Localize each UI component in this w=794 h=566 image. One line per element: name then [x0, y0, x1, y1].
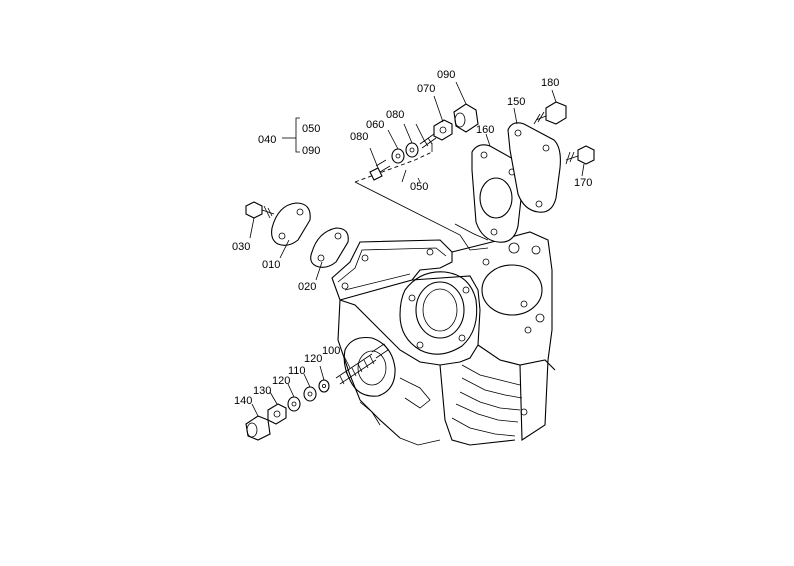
label-010: 010: [262, 259, 280, 271]
part-180-bolt: [533, 101, 567, 125]
label-160: 160: [476, 124, 494, 136]
label-170: 170: [574, 177, 592, 189]
label-120-lower: 120: [272, 375, 290, 387]
label-080-right: 080: [386, 109, 404, 121]
label-070: 070: [417, 83, 435, 95]
label-110: 110: [288, 365, 306, 377]
part-020-gasket: [310, 227, 349, 268]
label-140: 140: [234, 395, 252, 407]
label-090: 090: [437, 69, 455, 81]
label-050: 050: [410, 181, 428, 193]
part-170-bolt: [565, 145, 595, 165]
part-stud-assembly-bottom: [245, 343, 389, 441]
part-010-cover: [271, 202, 311, 246]
label-090-group: 090: [302, 145, 320, 157]
label-040: 040: [258, 134, 276, 146]
label-020: 020: [298, 281, 316, 293]
label-150: 150: [507, 96, 525, 108]
label-030: 030: [232, 241, 250, 253]
part-stud-assembly-top: [354, 103, 479, 183]
part-030-bolt: [245, 201, 275, 219]
label-100: 100: [322, 345, 340, 357]
label-120-upper: 120: [304, 353, 322, 365]
engine-block: [331, 181, 556, 446]
label-130: 130: [253, 385, 271, 397]
label-060: 060: [366, 119, 384, 131]
group-040-bracket: [282, 117, 300, 153]
label-080-left: 080: [350, 131, 368, 143]
callout-labels: 010 020 030 040 050 090 050 060 070 080 …: [232, 69, 592, 407]
label-050-group: 050: [302, 123, 320, 135]
part-150-plate: [507, 122, 561, 213]
label-180: 180: [541, 77, 559, 89]
